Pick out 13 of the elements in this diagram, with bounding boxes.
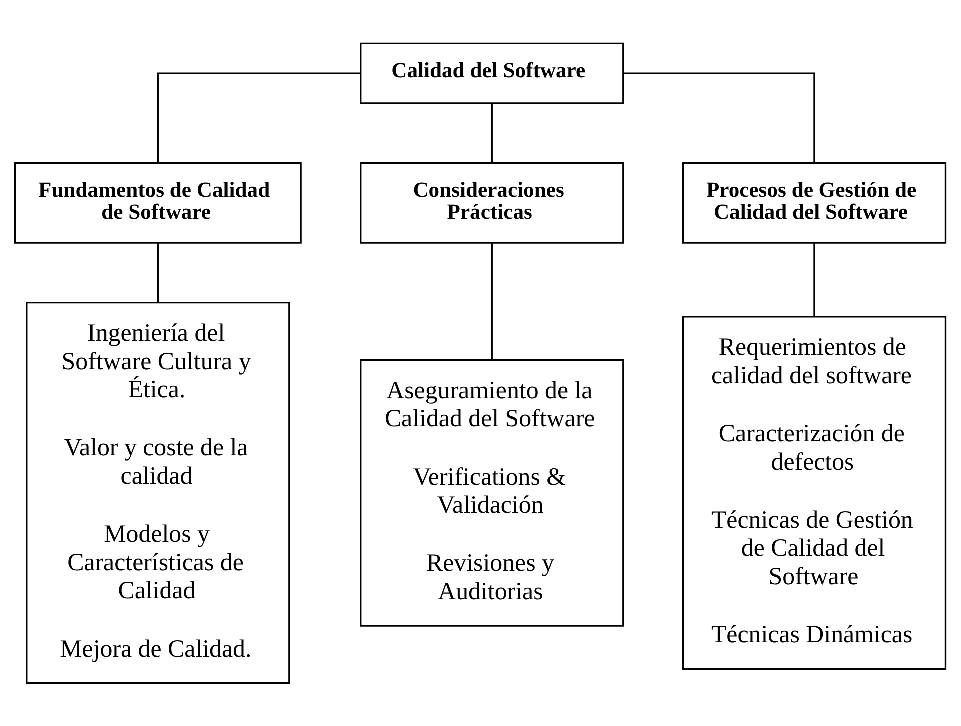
node-box: Calidad del Software — [360, 42, 624, 104]
node-box: Requerimientos de calidad del software Caracterización de defectos Técnicas de Gestión de Calidad del Software Técnicas Dinámicas — [682, 316, 947, 670]
node-box: Consideraciones Prácticas — [360, 162, 624, 244]
node-box: Aseguramiento de la Calidad del Software Verifications & Validación Revisiones y Auditorias — [360, 358, 624, 626]
connector — [814, 242, 816, 316]
node-box: Procesos de Gestión de Calidad del Software — [682, 162, 947, 244]
connector — [624, 72, 816, 162]
connector — [491, 242, 493, 360]
connector — [157, 72, 361, 162]
connector — [157, 242, 159, 302]
connector — [491, 103, 493, 162]
node-box: Ingeniería del Software Cultura y Ética. Valor y coste de la calidad Modelos y Características de Calidad Mejora de Calidad. — [26, 302, 290, 684]
node-box: Fundamentos de Calidad de Software — [14, 162, 302, 244]
